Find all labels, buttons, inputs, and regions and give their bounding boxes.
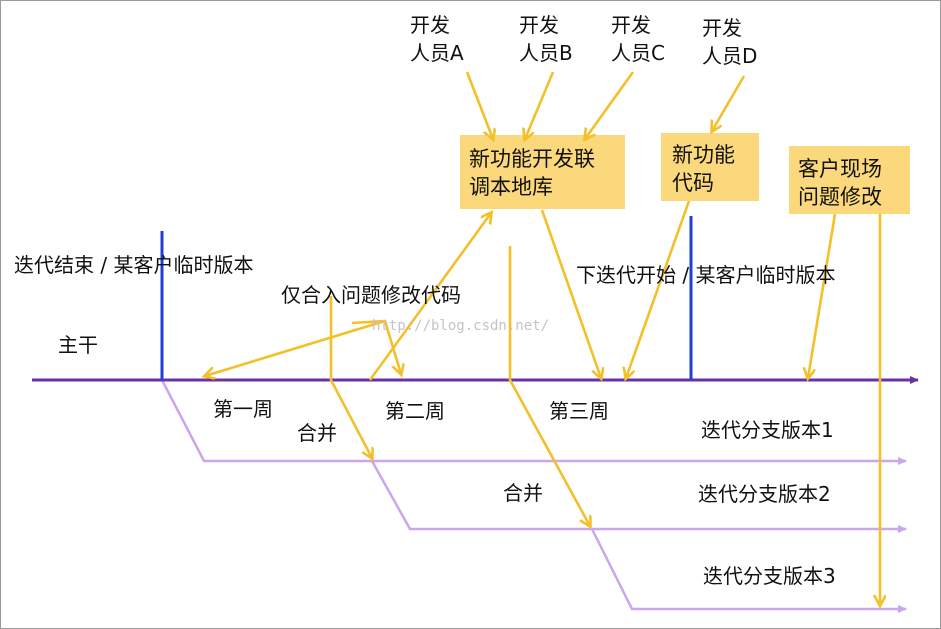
arrow-merge-1 [329,296,372,458]
developer-a-line1: 开发 [410,13,450,37]
iteration-end-label: 迭代结束 / 某客户临时版本 [14,253,253,277]
developer-b-line1: 开发 [519,13,559,37]
new-code-line1: 新功能 [672,143,735,167]
arrow-dev-a [465,71,493,139]
next-iteration-label: 下迭代开始 / 某客户临时版本 [576,263,835,287]
branch3-label: 迭代分支版本3 [703,564,836,588]
local-repo-box [460,135,625,209]
branch2-label: 迭代分支版本2 [698,482,831,506]
branch1-label: 迭代分支版本1 [701,418,834,442]
field-fix-line2: 问题修改 [798,185,882,209]
arrow-dev-c [585,71,635,139]
developer-a-label: 开发 人员A [410,13,464,65]
branch-line-2 [370,460,907,533]
local-repo-line1: 新功能开发联 [469,147,595,171]
branch-line-3 [590,528,907,613]
arrow-fix-path-right [351,319,401,374]
developer-a-line2: 人员A [410,41,464,65]
new-code-line2: 代码 [672,171,714,195]
arrow-trunk-to-repo [368,213,491,381]
merge2-label: 合并 [503,481,543,505]
week3-label: 第三周 [549,399,609,423]
developer-d-label: 开发 人员D [702,16,757,68]
trunk-label: 主干 [58,333,98,357]
merge-only-fix-label: 仅合入问题修改代码 [281,283,461,307]
arrow-dev-b [525,71,555,139]
developer-c-line2: 人员C [611,41,665,65]
field-fix-line1: 客户现场 [798,157,882,181]
arrow-fix-to-trunk [205,319,386,376]
branch-line-1 [160,379,907,465]
week1-label: 第一周 [213,397,273,421]
watermark: http://blog.csdn.net/ [372,318,549,334]
developer-d-line2: 人员D [702,44,757,68]
local-repo-line2: 调本地库 [469,175,553,199]
arrow-dev-d [712,75,746,131]
developer-c-label: 开发 人员C [611,13,665,65]
arrow-newcode-to-trunk [626,200,691,378]
developer-b-line2: 人员B [519,41,573,65]
developer-b-label: 开发 人员B [519,13,573,65]
new-code-box [661,133,759,201]
arrow-fix-to-trunk-right [808,213,837,378]
week2-label: 第二周 [385,399,445,423]
arrow-repo-to-trunk [540,209,601,378]
merge1-label: 合并 [297,421,337,445]
field-fix-box [789,146,910,214]
developer-c-line1: 开发 [611,13,651,37]
developer-d-line1: 开发 [702,16,742,40]
arrow-merge-2 [508,246,590,526]
